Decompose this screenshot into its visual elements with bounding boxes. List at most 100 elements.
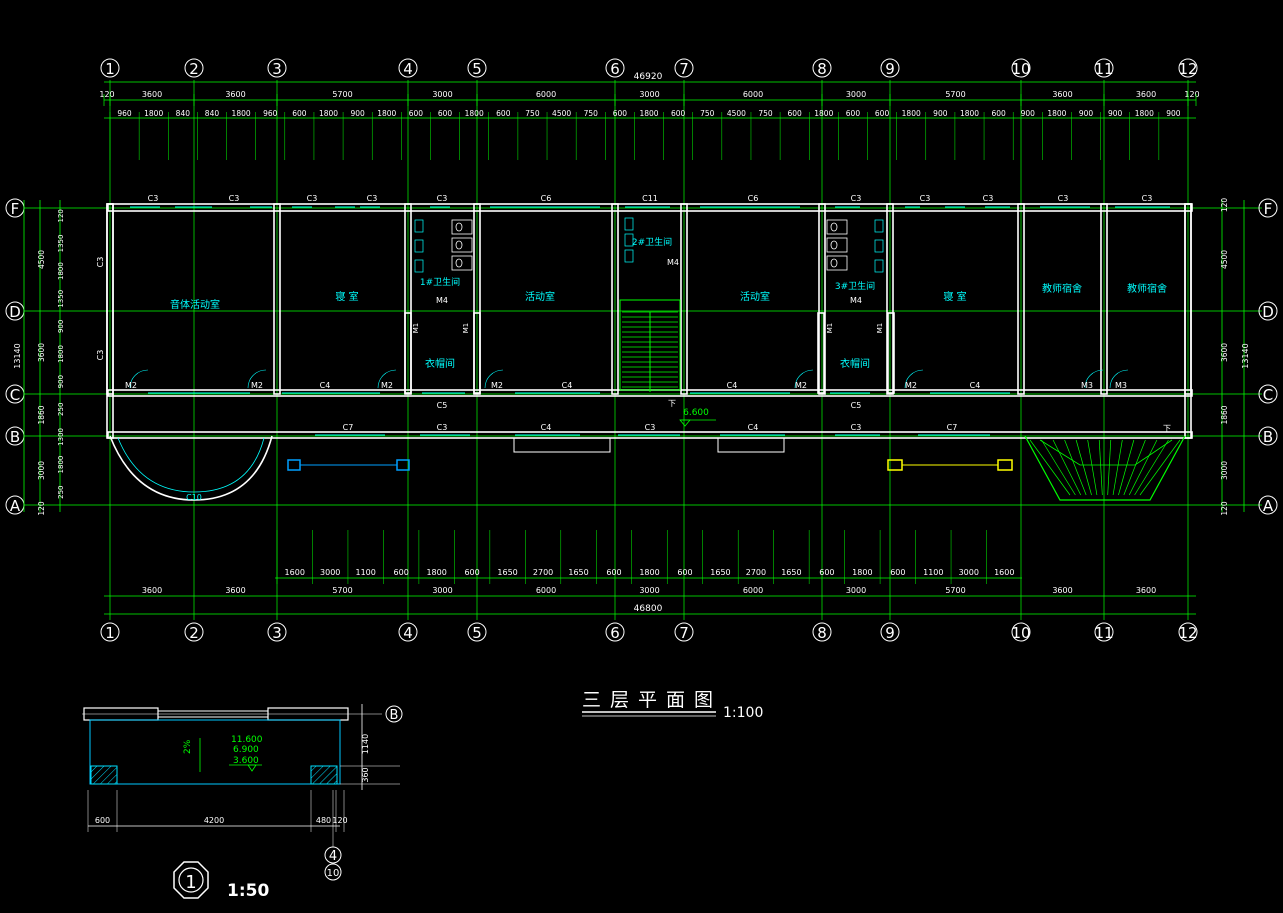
dim-top-2: 4500 [552, 109, 571, 118]
wall-partition [1100, 203, 1108, 395]
dim-left-2: 900 [57, 375, 65, 388]
dim-top-1: 6000 [536, 90, 556, 99]
dim-top-1: 3000 [846, 90, 866, 99]
dim-top-2: 900 [933, 109, 948, 118]
dim-left-2: 1800 [57, 345, 65, 363]
dim-top-2: 600 [613, 109, 628, 118]
axis-bubble-top [812, 58, 832, 78]
fixtures [129, 217, 1186, 501]
dim-bottom-2: 3000 [846, 586, 866, 595]
wall-wc [404, 312, 412, 394]
dim-bottom-2: 6000 [536, 586, 556, 595]
dim-left-1: 1860 [37, 405, 46, 424]
drawing-title: 三层平面图 [582, 689, 722, 711]
detail-marker-number: 1 [185, 872, 196, 893]
dim-top-1: 3600 [225, 90, 245, 99]
dim-top-2: 750 [758, 109, 773, 118]
balcony-pier [287, 459, 301, 471]
axis-bubble-bottom-label: 7 [679, 624, 689, 642]
dim-top-2: 600 [292, 109, 307, 118]
door-swing [377, 369, 397, 389]
balcony-pier [997, 459, 1013, 471]
axis-bubble-left-label: F [11, 200, 20, 218]
axis-bubble-top [267, 58, 287, 78]
dim-right-1: 1860 [1220, 405, 1229, 424]
wc-urinal [624, 217, 634, 231]
axis-bubble-bottom-label: 10 [1011, 624, 1030, 642]
detail-axis-10 [324, 863, 342, 881]
axis-bubble-top [605, 58, 625, 78]
dim-top-2: 600 [875, 109, 890, 118]
door-tag: M3 [1081, 381, 1093, 390]
dim-top-1: 5700 [332, 90, 352, 99]
dim-left-2: 1800 [57, 456, 65, 474]
dim-bottom-2: 3600 [142, 586, 162, 595]
dim-top-2: 1800 [232, 109, 251, 118]
window-tag: C7 [947, 423, 958, 432]
door-tag: M2 [125, 381, 137, 390]
window-tag: C3 [437, 423, 448, 432]
dim-bottom-2: 3600 [225, 586, 245, 595]
wall-partition [818, 203, 826, 395]
dim-total-bottom: 46800 [634, 604, 663, 614]
dim-bottom-2: 3000 [639, 586, 659, 595]
dim-top-2: 900 [350, 109, 365, 118]
window-tag: C3 [437, 194, 448, 203]
detail-marker-circle [178, 867, 204, 893]
dim-top-1: 3000 [432, 90, 452, 99]
detail-elev-1: 11.600 [231, 735, 263, 745]
stair-tread [1064, 439, 1087, 496]
stair-tread [1107, 439, 1112, 496]
wc-urinal [414, 259, 424, 273]
wall-partition [273, 203, 281, 395]
window-tag: C6 [748, 194, 759, 203]
door-swing [794, 369, 814, 389]
bay-window-left [109, 435, 273, 501]
dim-top-2: 1800 [1047, 109, 1066, 118]
dim-left-2: 250 [57, 485, 65, 498]
axis-bubble-right-label: B [1263, 428, 1273, 446]
door-swing [1084, 369, 1104, 389]
stair-tread [1139, 439, 1181, 496]
dim-top-1: 120 [1184, 90, 1199, 99]
axis-bubble-bottom [605, 622, 625, 642]
window-tag: C4 [748, 423, 759, 432]
dim-left-1: 3000 [37, 461, 46, 480]
window-tag: C5 [851, 401, 862, 410]
door-tag: M4 [436, 296, 448, 305]
wc-urinal [414, 239, 424, 253]
window-tag: C3 [229, 194, 240, 203]
axis-bubble-top-label: 9 [885, 60, 895, 78]
dim-bottom-2: 6000 [743, 586, 763, 595]
wc-toilet [830, 258, 838, 268]
window-tag: C3 [851, 194, 862, 203]
room-label-wc-2: 2#卫生间 [632, 236, 672, 248]
walls [106, 203, 1193, 501]
axis-bubble-bottom-label: 5 [472, 624, 482, 642]
dim-top-2: 1800 [465, 109, 484, 118]
detail-axis-10-label: 10 [327, 868, 340, 879]
axis-bubble-left-label: D [9, 303, 21, 321]
dim-top-2: 960 [117, 109, 132, 118]
dim-left-1: 120 [37, 501, 46, 516]
window-tag: C3 [96, 257, 105, 268]
stair-tread [1087, 439, 1098, 496]
dim-top-1: 3000 [639, 90, 659, 99]
dim-left-2: 1800 [57, 262, 65, 280]
elevation-triangle [679, 419, 691, 427]
window-tag: C3 [851, 423, 862, 432]
dim-left-2: 120 [57, 209, 65, 222]
axis-bubble-right-label: F [1264, 200, 1273, 218]
detail-axis-b-label: B [390, 708, 399, 723]
door-swing [129, 369, 149, 389]
dim-right-1: 120 [1220, 501, 1229, 516]
axis-bubble-bottom-label: 4 [403, 624, 413, 642]
dim-bottom-1: 1100 [356, 568, 376, 577]
wc-urinal [874, 259, 884, 273]
window-tag: C4 [727, 381, 738, 390]
stair-tread [1123, 439, 1146, 496]
room-label-teacher-1: 教师宿舍 [1042, 282, 1082, 295]
door-tag: M1 [826, 323, 834, 334]
